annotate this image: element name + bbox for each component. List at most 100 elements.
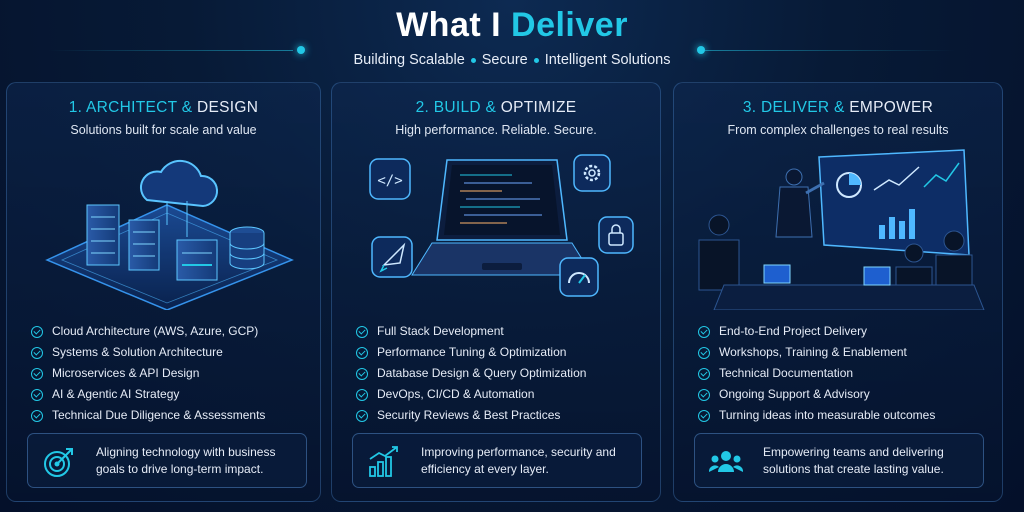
presentation-illustration: [698, 149, 985, 310]
cloud-servers-illustration: [45, 159, 294, 310]
gear-icon: [573, 154, 611, 192]
rocket-icon: [371, 236, 413, 278]
title-part-1: What I: [396, 6, 502, 44]
card-title: 2. BUILD & OPTIMIZE: [332, 99, 660, 117]
list-item-label: Ongoing Support & Advisory: [719, 387, 870, 401]
check-icon: [31, 409, 43, 422]
card-build-optimize: 2. BUILD & OPTIMIZE High performance. Re…: [331, 82, 661, 502]
check-icon: [698, 388, 710, 401]
subtitle-item: Building Scalable: [353, 52, 465, 68]
callout-text: Empowering teams and delivering solution…: [763, 445, 944, 476]
list-item: Performance Tuning & Optimization: [356, 342, 586, 363]
list-item: Technical Documentation: [698, 363, 935, 384]
check-icon: [31, 367, 43, 380]
card-title-accent: 1. ARCHITECT &: [68, 99, 193, 116]
check-icon: [698, 346, 710, 359]
check-icon: [698, 325, 710, 338]
card-title: 3. DELIVER & EMPOWER: [674, 99, 1002, 117]
card-tagline: From complex challenges to real results: [727, 123, 949, 137]
card-title-accent: 2. BUILD &: [415, 99, 497, 116]
database-icon: [229, 226, 265, 270]
list-item-label: Turning ideas into measurable outcomes: [719, 408, 936, 422]
card-callout: Empowering teams and delivering solution…: [694, 433, 984, 488]
list-item: End-to-End Project Delivery: [698, 321, 935, 342]
list-item-label: Database Design & Query Optimization: [377, 366, 587, 380]
list-item: Security Reviews & Best Practices: [356, 405, 586, 426]
list-item: Workshops, Training & Enablement: [698, 342, 935, 363]
server-rack-icon: [86, 204, 218, 281]
list-item-label: Performance Tuning & Optimization: [377, 345, 567, 359]
check-icon: [31, 388, 43, 401]
card-deliver-empower: 3. DELIVER & EMPOWER From complex challe…: [673, 82, 1003, 502]
divider-dot-right: [697, 46, 705, 54]
check-icon: [356, 409, 368, 422]
list-item-label: DevOps, CI/CD & Automation: [377, 387, 535, 401]
capability-list: Cloud Architecture (AWS, Azure, GCP) Sys…: [31, 321, 265, 426]
cloud-icon: [140, 159, 219, 237]
card-tagline: Solutions built for scale and value: [70, 123, 257, 137]
card-title: 1. ARCHITECT & DESIGN: [7, 99, 320, 117]
lock-icon: [598, 216, 634, 254]
subtitle-row: Building Scalable Secure Intelligent Solut…: [0, 52, 1024, 72]
list-item: Cloud Architecture (AWS, Azure, GCP): [31, 321, 265, 342]
list-item: Full Stack Development: [356, 321, 586, 342]
capability-list: End-to-End Project Delivery Workshops, T…: [698, 321, 935, 426]
list-item-label: Systems & Solution Architecture: [52, 345, 223, 359]
card-tagline: High performance. Reliable. Secure.: [395, 123, 597, 137]
check-icon: [356, 388, 368, 401]
presenter-figure: [775, 168, 825, 238]
card-architect-design: 1. ARCHITECT & DESIGN Solutions built fo…: [6, 82, 321, 502]
card-title-accent: 3. DELIVER &: [742, 99, 845, 116]
code-icon: </>: [369, 158, 411, 200]
subtitle: Building Scalable Secure Intelligent Solut…: [0, 52, 1024, 68]
svg-text:</>: </>: [377, 173, 402, 189]
card-callout: Improving performance, security and effi…: [352, 433, 642, 488]
divider-dot-left: [297, 46, 305, 54]
check-icon: [31, 325, 43, 338]
card-callout: Aligning technology with business goals …: [27, 433, 307, 488]
callout-text: Improving performance, security and effi…: [421, 445, 616, 476]
list-item: Technical Due Diligence & Assessments: [31, 405, 265, 426]
divider-right: [705, 50, 955, 51]
card-title-rest: OPTIMIZE: [500, 99, 577, 116]
check-icon: [31, 346, 43, 359]
list-item-label: Full Stack Development: [377, 324, 504, 338]
list-item-label: Workshops, Training & Enablement: [719, 345, 907, 359]
list-item-label: Security Reviews & Best Practices: [377, 408, 561, 422]
check-icon: [698, 409, 710, 422]
list-item: Turning ideas into measurable outcomes: [698, 405, 935, 426]
card-title-rest: DESIGN: [197, 99, 259, 116]
list-item: Microservices & API Design: [31, 363, 265, 384]
page-header: What I Deliver: [0, 6, 1024, 45]
list-item-label: Technical Due Diligence & Assessments: [52, 408, 266, 422]
bullet-dot: [533, 57, 539, 63]
laptop-illustration: </>: [369, 154, 634, 297]
list-item: Systems & Solution Architecture: [31, 342, 265, 363]
laptop-icon: [411, 159, 593, 276]
list-item: Ongoing Support & Advisory: [698, 384, 935, 405]
check-icon: [356, 325, 368, 338]
bullet-dot: [470, 57, 476, 63]
subtitle-item: Secure: [481, 52, 528, 68]
target-icon: [44, 448, 73, 477]
list-item-label: AI & Agentic AI Strategy: [52, 387, 180, 401]
list-item-label: Cloud Architecture (AWS, Azure, GCP): [52, 324, 259, 338]
list-item-label: Microservices & API Design: [52, 366, 200, 380]
check-icon: [698, 367, 710, 380]
check-icon: [356, 367, 368, 380]
list-item: DevOps, CI/CD & Automation: [356, 384, 586, 405]
subtitle-item: Intelligent Solutions: [544, 52, 671, 68]
list-item-label: Technical Documentation: [719, 366, 854, 380]
title-part-2: Deliver: [511, 6, 628, 44]
card-title-rest: EMPOWER: [849, 99, 934, 116]
divider-left: [48, 50, 293, 51]
growth-chart-icon: [369, 446, 398, 477]
check-icon: [356, 346, 368, 359]
capability-list: Full Stack Development Performance Tunin…: [356, 321, 586, 426]
list-item-label: End-to-End Project Delivery: [719, 324, 868, 338]
team-icon: [709, 451, 743, 472]
page-title: What I Deliver: [0, 6, 1024, 45]
list-item: AI & Agentic AI Strategy: [31, 384, 265, 405]
list-item: Database Design & Query Optimization: [356, 363, 586, 384]
dashboard-screen-icon: [818, 149, 970, 256]
